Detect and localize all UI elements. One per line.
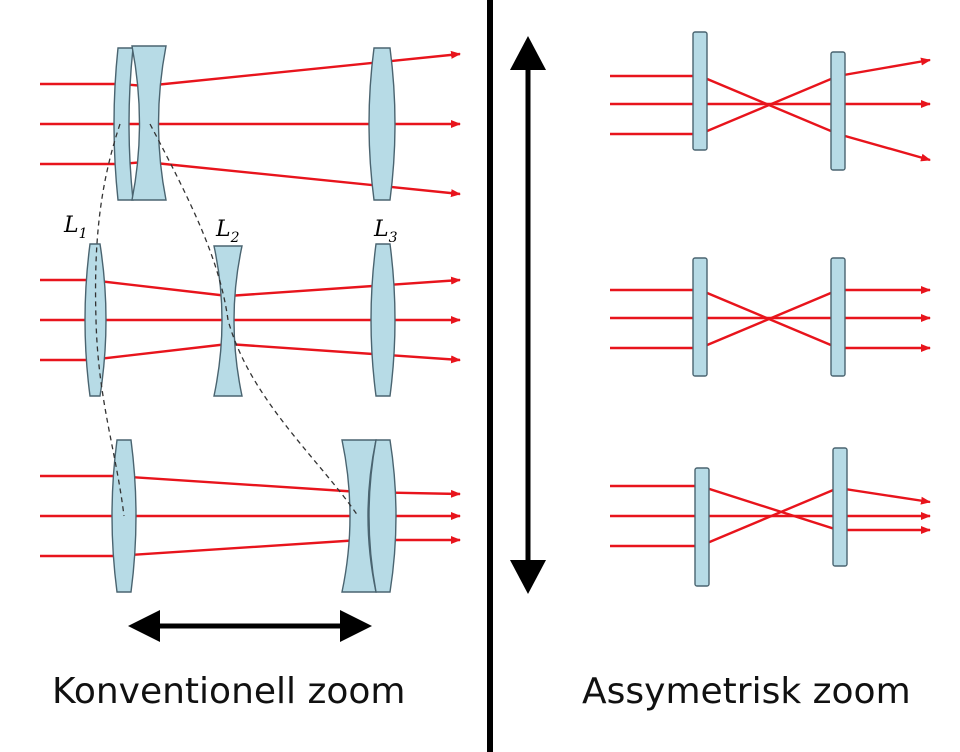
lens-l2-concave [131, 45, 167, 201]
rays-top [610, 57, 931, 162]
ray [610, 57, 931, 136]
rays-bottom [40, 474, 461, 558]
config-middle [610, 257, 931, 377]
conventional-zoom-panel: L1 L2 L3 [40, 45, 461, 642]
arrow-right-head [340, 610, 372, 642]
ray [40, 50, 461, 88]
ray [40, 276, 461, 298]
ray [40, 474, 461, 498]
ray [610, 484, 931, 534]
ray [610, 286, 931, 350]
asymmetric-zoom-panel [610, 31, 931, 587]
ray [40, 160, 461, 198]
label-l3: L3 [373, 217, 398, 246]
flat-element-1 [692, 31, 708, 151]
config-bottom [610, 447, 931, 587]
vertical-double-arrow [510, 36, 546, 594]
flat-element-1 [694, 467, 710, 587]
config-top [610, 31, 931, 171]
lens-l3-convex [368, 47, 396, 201]
rays-middle [610, 286, 931, 352]
rays-bottom [610, 484, 931, 548]
ray [40, 342, 461, 364]
horizontal-double-arrow [128, 610, 372, 642]
config-top [40, 45, 461, 201]
lens-l3-convex [370, 243, 396, 397]
label-l1: L1 [63, 213, 88, 242]
flat-element-2 [830, 51, 846, 171]
guide-l2 [149, 123, 359, 517]
config-bottom [40, 439, 461, 593]
label-l2: L2 [215, 217, 240, 246]
ray [610, 74, 931, 162]
guide-l1 [94, 123, 125, 517]
caption-asymmetric-zoom: Assymetrisk zoom [582, 671, 911, 712]
rays-top [40, 50, 461, 198]
lens-path-guides [94, 123, 359, 517]
ray [40, 536, 461, 558]
config-middle: L1 L2 L3 [40, 213, 461, 397]
arrow-down-head [510, 560, 546, 594]
ray [610, 486, 931, 548]
flat-element-2 [832, 447, 848, 567]
flat-element-2 [830, 257, 846, 377]
flat-element-1 [692, 257, 708, 377]
lens-l3-convex [368, 439, 397, 593]
arrow-left-head [128, 610, 160, 642]
caption-conventional-zoom: Konventionell zoom [52, 671, 406, 712]
arrow-up-head [510, 36, 546, 70]
